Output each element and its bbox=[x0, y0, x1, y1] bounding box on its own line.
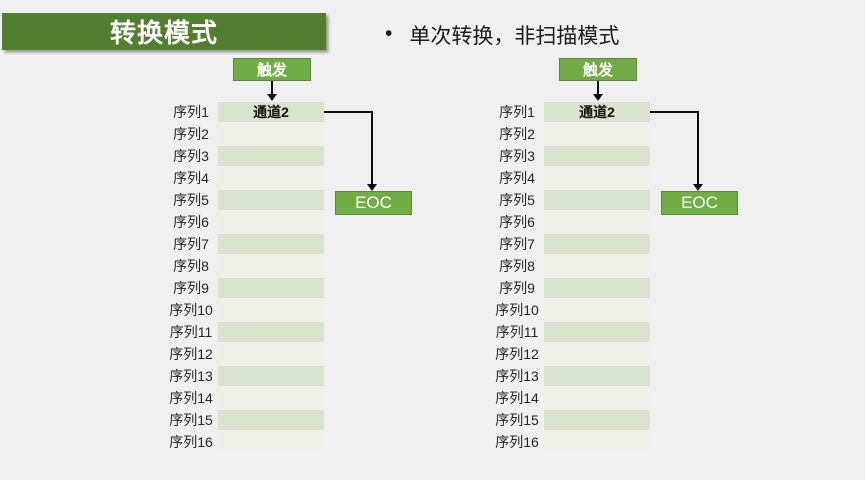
eoc-connector-vertical bbox=[697, 111, 699, 184]
sequence-row: 通道2 bbox=[544, 102, 650, 122]
sequence-label: 序列5 bbox=[173, 192, 209, 208]
sequence-row bbox=[544, 124, 650, 144]
sequence-label: 序列6 bbox=[173, 214, 209, 230]
bullet-marker: • bbox=[385, 22, 393, 45]
sequence-row bbox=[218, 366, 324, 386]
sequence-label: 序列4 bbox=[173, 170, 209, 186]
sequence-label: 序列7 bbox=[173, 236, 209, 252]
trigger-arrow-shaft bbox=[271, 81, 273, 95]
sequence-label: 序列11 bbox=[169, 324, 213, 340]
sequence-label: 序列9 bbox=[499, 280, 535, 296]
sequence-label: 序列3 bbox=[499, 148, 535, 164]
sequence-row bbox=[218, 124, 324, 144]
slide-title: 转换模式 bbox=[109, 18, 218, 48]
eoc-connector-horizontal bbox=[324, 111, 373, 113]
sequence-row bbox=[218, 278, 324, 298]
sequence-row bbox=[544, 190, 650, 210]
sequence-row bbox=[218, 344, 324, 364]
sequence-label: 序列8 bbox=[499, 258, 535, 274]
sequence-label: 序列10 bbox=[495, 302, 539, 318]
diagram-right: 触发 序列1 通道2 序列2 序列3 序列4 序列5 序列6 序列7 序列8 序列9 序列10 序列1… bbox=[326, 0, 796, 480]
eoc-connector-vertical bbox=[371, 111, 373, 184]
sequence-row bbox=[218, 322, 324, 342]
sequence-row bbox=[544, 300, 650, 320]
sequence-label: 序列4 bbox=[499, 170, 535, 186]
sequence-label: 序列14 bbox=[495, 390, 539, 406]
sequence-label: 序列5 bbox=[499, 192, 535, 208]
sequence-label: 序列12 bbox=[169, 346, 213, 362]
bullet-text: 单次转换，非扫描模式 bbox=[409, 25, 620, 48]
sequence-row bbox=[218, 410, 324, 430]
sequence-row bbox=[218, 146, 324, 166]
sequence-row bbox=[218, 432, 324, 452]
sequence-row bbox=[544, 168, 650, 188]
sequence-label: 序列16 bbox=[495, 434, 539, 450]
sequence-label: 序列10 bbox=[169, 302, 213, 318]
sequence-label: 序列9 bbox=[173, 280, 209, 296]
sequence-label: 序列11 bbox=[495, 324, 539, 340]
trigger-arrow-head-icon bbox=[593, 94, 603, 101]
sequence-row bbox=[218, 212, 324, 232]
sequence-label: 序列15 bbox=[169, 412, 213, 428]
channel-cell: 通道2 bbox=[253, 104, 289, 120]
bullet-line: • 单次转换，非扫描模式 bbox=[385, 20, 619, 50]
sequence-row bbox=[218, 300, 324, 320]
sequence-row: 通道2 bbox=[218, 102, 324, 122]
sequence-label: 序列6 bbox=[499, 214, 535, 230]
sequence-row bbox=[544, 432, 650, 452]
sequence-label: 序列14 bbox=[169, 390, 213, 406]
sequence-label: 序列3 bbox=[173, 148, 209, 164]
sequence-row bbox=[544, 410, 650, 430]
diagram-left: 触发 序列1 通道2 序列2 序列3 序列4 序列5 序列6 序列7 序列8 序列9 序列10 序列1… bbox=[169, 58, 412, 452]
sequence-label: 序列1 bbox=[173, 104, 209, 120]
sequence-row bbox=[218, 168, 324, 188]
sequence-row bbox=[218, 388, 324, 408]
eoc-connector-horizontal bbox=[650, 111, 699, 113]
eoc-box: EOC bbox=[661, 191, 738, 215]
sequence-label: 序列2 bbox=[173, 126, 209, 142]
trigger-arrow-head-icon bbox=[267, 94, 277, 101]
sequence-row bbox=[544, 322, 650, 342]
sequence-label: 序列1 bbox=[499, 104, 535, 120]
sequence-row bbox=[218, 190, 324, 210]
sequence-row bbox=[544, 256, 650, 276]
sequence-label: 序列2 bbox=[499, 126, 535, 142]
trigger-arrow-shaft bbox=[597, 81, 599, 95]
sequence-label: 序列12 bbox=[495, 346, 539, 362]
eoc-arrow-head-icon bbox=[693, 184, 703, 191]
sequence-label: 序列8 bbox=[173, 258, 209, 274]
sequence-row bbox=[544, 278, 650, 298]
slide-title-bar: 转换模式 bbox=[2, 13, 326, 50]
channel-cell: 通道2 bbox=[579, 104, 615, 120]
trigger-box: 触发 bbox=[233, 58, 311, 81]
sequence-row bbox=[218, 256, 324, 276]
sequence-row bbox=[218, 234, 324, 254]
sequence-label: 序列7 bbox=[499, 236, 535, 252]
sequence-row bbox=[544, 366, 650, 386]
sequence-row bbox=[544, 146, 650, 166]
sequence-label: 序列13 bbox=[169, 368, 213, 384]
sequence-label: 序列15 bbox=[495, 412, 539, 428]
sequence-row bbox=[544, 234, 650, 254]
trigger-box: 触发 bbox=[559, 58, 637, 81]
sequence-row bbox=[544, 212, 650, 232]
eoc-arrow-head-icon bbox=[367, 184, 377, 191]
sequence-row bbox=[544, 388, 650, 408]
sequence-label: 序列13 bbox=[495, 368, 539, 384]
sequence-row bbox=[544, 344, 650, 364]
eoc-box: EOC bbox=[335, 191, 412, 215]
sequence-label: 序列16 bbox=[169, 434, 213, 450]
